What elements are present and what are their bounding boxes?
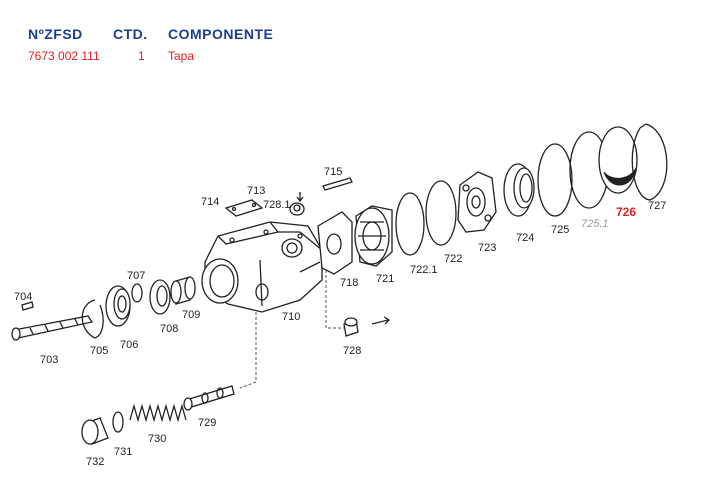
callout-725-1: 725.1 xyxy=(581,218,609,230)
callout-722-1: 722.1 xyxy=(410,264,438,276)
part-726-cover[interactable] xyxy=(598,126,638,194)
header-part-number: NºZFSD xyxy=(28,26,83,42)
part-732-plug[interactable] xyxy=(81,417,109,445)
part-713-plate[interactable] xyxy=(224,199,264,217)
part-730-spring[interactable] xyxy=(129,403,187,423)
callout-726: 726 xyxy=(616,205,636,219)
header-component: COMPONENTE xyxy=(168,26,274,42)
part-728-1-plug[interactable] xyxy=(289,192,305,216)
callout-727: 727 xyxy=(648,200,666,212)
part-727-snap-ring[interactable] xyxy=(631,123,668,201)
callout-714: 714 xyxy=(201,196,219,208)
callout-705: 705 xyxy=(90,345,108,357)
part-724-sleeve[interactable] xyxy=(503,163,535,217)
part-710-housing[interactable] xyxy=(201,221,323,313)
part-725-ring[interactable] xyxy=(537,143,573,217)
part-709-needle-bearing[interactable] xyxy=(170,276,196,305)
callout-718: 718 xyxy=(340,277,358,289)
callout-713: 713 xyxy=(247,185,265,197)
row-part-number: 7673 002 111 xyxy=(28,49,100,63)
parts-header: NºZFSD CTD. COMPONENTE 7673 002 111 1 Ta… xyxy=(0,0,720,80)
header-quantity: CTD. xyxy=(113,26,148,42)
part-715-pin[interactable] xyxy=(322,177,353,191)
callout-731: 731 xyxy=(114,446,132,458)
part-729-valve-spool[interactable] xyxy=(183,385,235,411)
part-722-ring[interactable] xyxy=(425,180,457,246)
part-718-plate[interactable] xyxy=(317,211,353,275)
callout-710: 710 xyxy=(282,311,300,323)
callout-721: 721 xyxy=(376,273,394,285)
part-731-washer[interactable] xyxy=(112,411,124,433)
part-703-shaft[interactable] xyxy=(11,315,94,341)
callout-715: 715 xyxy=(324,166,342,178)
callout-706: 706 xyxy=(120,339,138,351)
callout-728-1: 728.1 xyxy=(263,199,291,211)
callout-709: 709 xyxy=(182,309,200,321)
callout-704: 704 xyxy=(14,291,32,303)
callout-708: 708 xyxy=(160,323,178,335)
callout-723: 723 xyxy=(478,242,496,254)
callout-722: 722 xyxy=(444,253,462,265)
part-705-snap-ring[interactable] xyxy=(81,299,104,339)
part-706-bearing[interactable] xyxy=(105,285,131,327)
callout-729: 729 xyxy=(198,417,216,429)
callout-728: 728 xyxy=(343,345,361,357)
callout-732: 732 xyxy=(86,456,104,468)
part-722-1-ring[interactable] xyxy=(395,192,425,256)
part-708-seal[interactable] xyxy=(149,279,171,315)
part-721-rotor[interactable] xyxy=(354,205,393,267)
row-component: Tapa xyxy=(168,49,195,63)
callout-703: 703 xyxy=(40,354,58,366)
row-quantity: 1 xyxy=(138,49,145,63)
callout-707: 707 xyxy=(127,270,145,282)
callout-725: 725 xyxy=(551,224,569,236)
callout-730: 730 xyxy=(148,433,166,445)
part-707-ring[interactable] xyxy=(131,283,143,303)
part-723-cam-plate[interactable] xyxy=(457,171,497,233)
callout-724: 724 xyxy=(516,232,534,244)
part-704-key[interactable] xyxy=(21,301,34,311)
part-728-plug[interactable] xyxy=(343,316,391,337)
